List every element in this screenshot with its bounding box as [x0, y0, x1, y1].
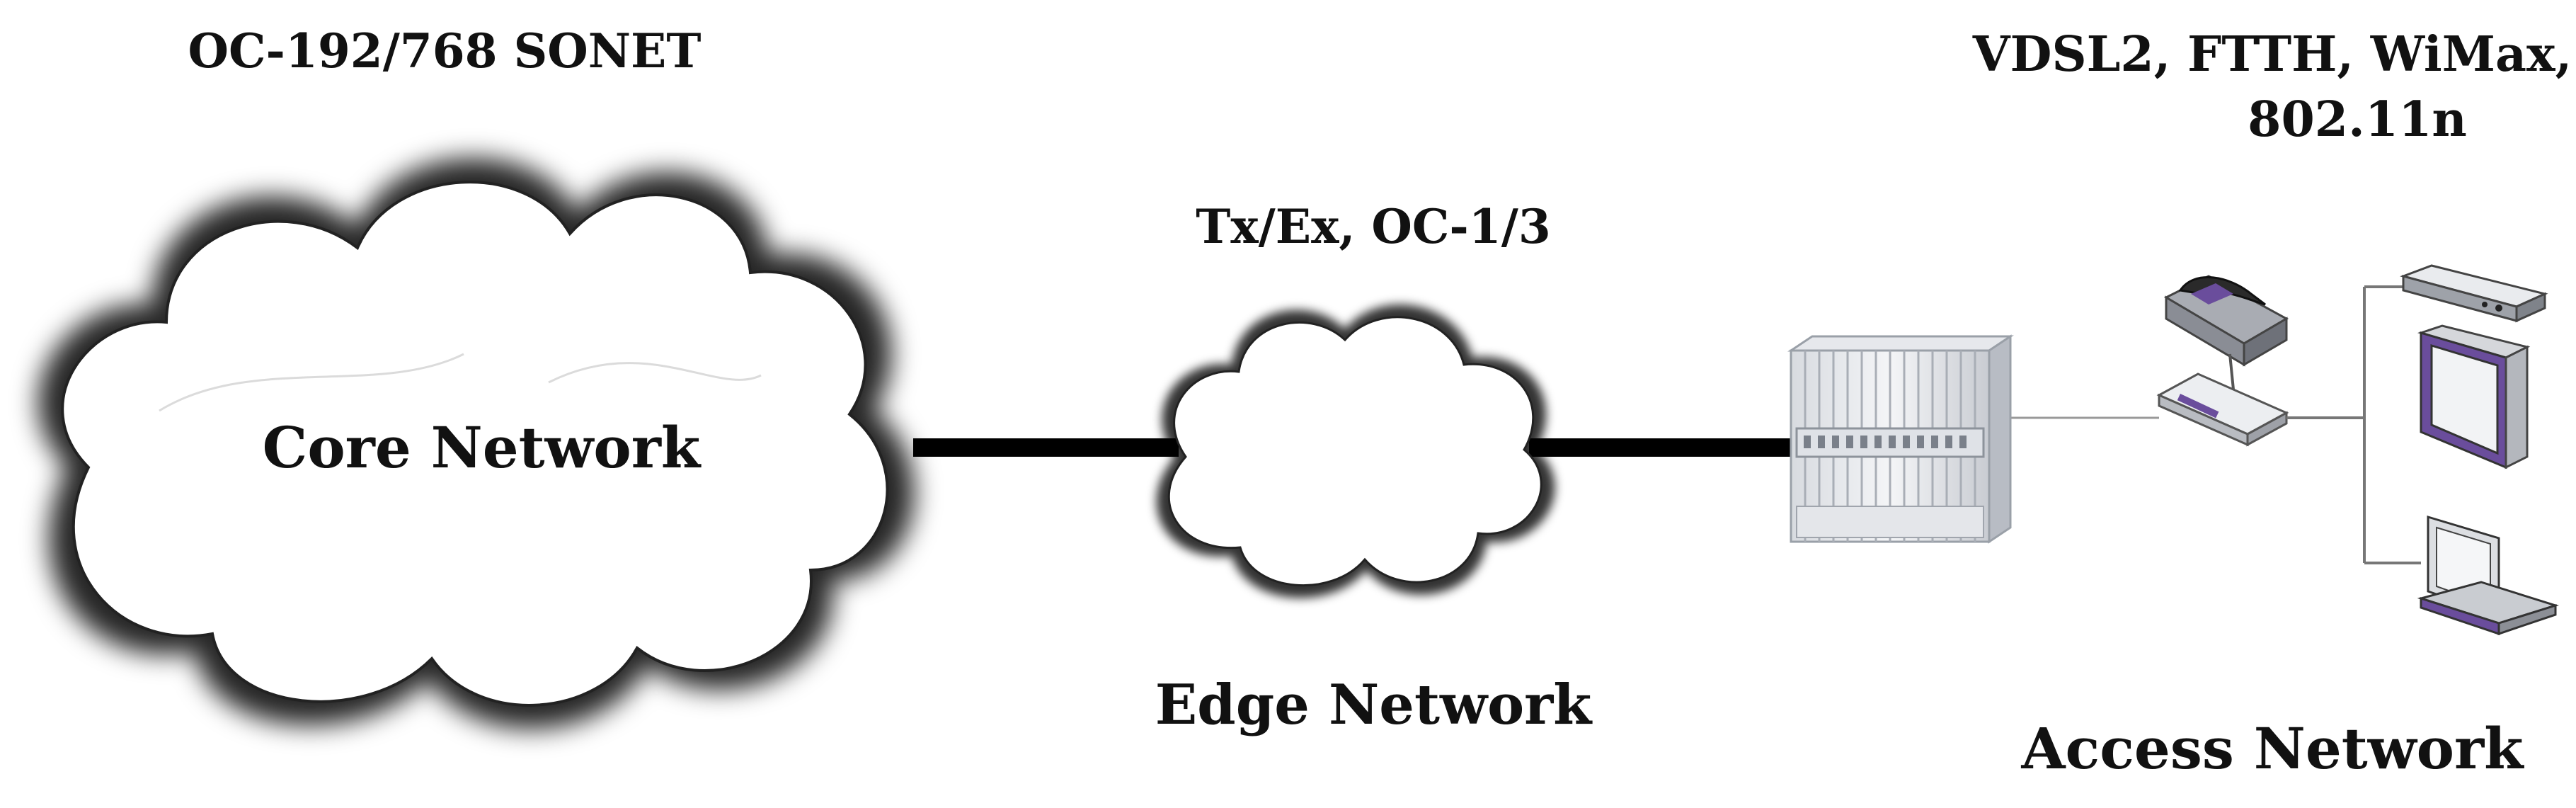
access-tech-label-line2: 802.11n: [2248, 91, 2467, 148]
core-network-label: Core Network: [263, 414, 702, 481]
telephone-icon: [2163, 275, 2289, 390]
edge-tech-label: Tx/Ex, OC-1/3: [1196, 199, 1551, 254]
modem-icon: [2156, 372, 2289, 447]
access-tech-label-line1: VDSL2, FTTH, WiMax,: [1972, 26, 2572, 83]
core-cloud-icon: [38, 158, 915, 729]
edge-network-label: Edge Network: [1155, 673, 1593, 737]
set-top-box-icon: [2400, 264, 2548, 323]
access-network-label: Access Network: [2020, 715, 2524, 782]
monitor-icon: [2417, 324, 2531, 470]
edge-cloud-icon: [1156, 305, 1555, 598]
laptop-icon: [2417, 515, 2560, 636]
server-rack-icon: [1787, 334, 2014, 544]
core-tech-label: OC-192/768 SONET: [188, 23, 702, 79]
